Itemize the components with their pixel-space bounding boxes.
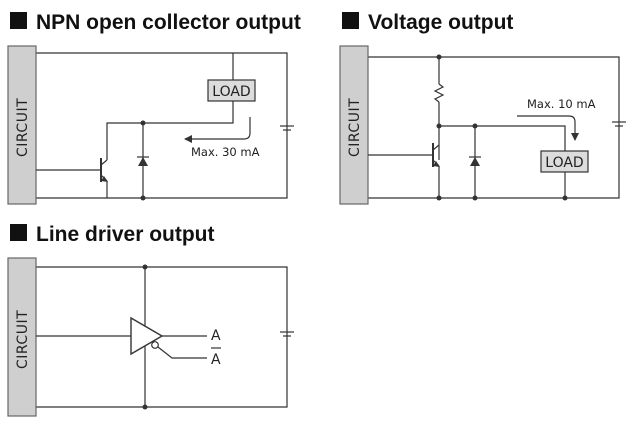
voltage-junction-diode-top [472, 123, 478, 129]
npn-open-collector-section: NPN open collector output CIRCUIT LOAD M… [7, 11, 301, 205]
voltage-junction-emitter-ground [436, 195, 442, 201]
npn-load-label: LOAD [212, 84, 250, 100]
npn-diode-triangle [138, 157, 148, 166]
voltage-load-label: LOAD [545, 155, 583, 171]
line-driver-buffer-triangle [130, 316, 164, 356]
npn-outer-loop [36, 52, 288, 199]
voltage-junction-resistor-top [436, 54, 442, 60]
voltage-output-section: Voltage output CIRCUIT LOAD [339, 11, 626, 205]
line-driver-heading: Line driver output [36, 223, 215, 246]
npn-junction-top [140, 120, 146, 126]
npn-load-box [207, 79, 256, 102]
voltage-current-label: Max. 10 mA [527, 97, 596, 111]
voltage-heading-bullet [342, 12, 359, 29]
line-driver-outer-loop [36, 266, 288, 408]
line-driver-circuit-block [7, 257, 37, 417]
voltage-junction-diode-bottom [472, 195, 478, 201]
line-driver-output-a-label: A [211, 328, 221, 344]
voltage-heading: Voltage output [368, 11, 513, 34]
voltage-junction-load-ground [562, 195, 568, 201]
npn-circuit-block [7, 45, 37, 205]
npn-heading: NPN open collector output [36, 11, 301, 34]
voltage-resistor [433, 83, 445, 103]
line-driver-section: Line driver output CIRCUIT A A [7, 223, 294, 417]
line-driver-circuit-label: CIRCUIT [15, 310, 31, 369]
line-driver-output-a-bar-wire [157, 346, 207, 359]
voltage-current-arrow [517, 115, 579, 141]
npn-junction-bottom [140, 195, 146, 201]
npn-collector-wire [106, 101, 234, 160]
voltage-output-wire [439, 125, 566, 151]
voltage-outer-loop [368, 56, 620, 199]
voltage-emitter-arrow [433, 161, 440, 167]
npn-current-arrow [184, 117, 251, 143]
npn-current-label: Max. 30 mA [191, 145, 260, 159]
npn-emitter-arrow [101, 176, 108, 182]
voltage-transistor-collector [432, 144, 440, 151]
line-driver-heading-bullet [10, 224, 27, 241]
voltage-circuit-label: CIRCUIT [347, 98, 363, 157]
line-driver-junction-bottom [142, 404, 148, 410]
line-driver-junction-top [142, 264, 148, 270]
line-driver-inverter-bubble [151, 341, 159, 349]
line-driver-output-a-bar-label: A [211, 352, 221, 368]
npn-transistor-collector [100, 159, 108, 166]
voltage-diode-triangle [470, 157, 480, 166]
npn-heading-bullet [10, 12, 27, 29]
voltage-circuit-block [339, 45, 369, 205]
npn-circuit-label: CIRCUIT [15, 98, 31, 157]
